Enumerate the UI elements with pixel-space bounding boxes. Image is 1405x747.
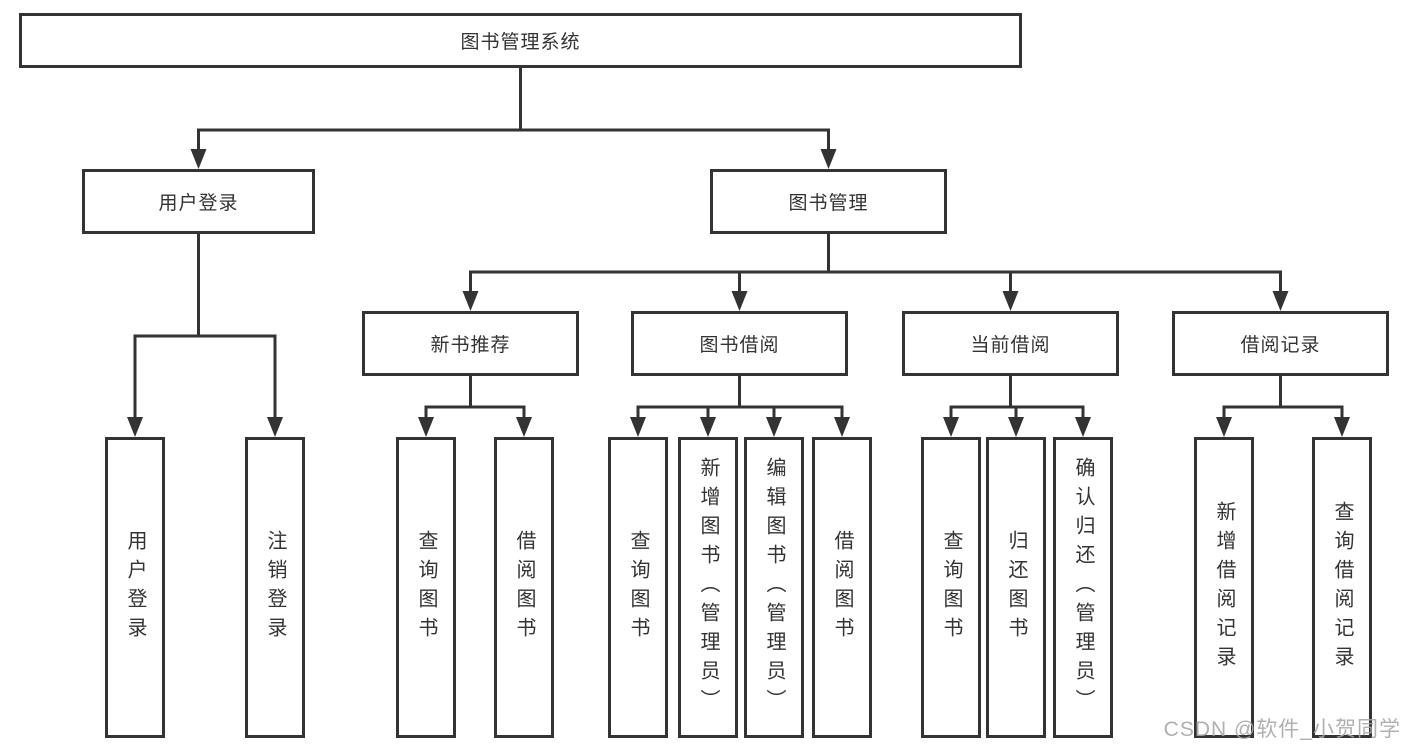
node-user-login: 用户登录 bbox=[82, 169, 315, 234]
node-book-management: 图书管理 bbox=[710, 169, 947, 234]
leaf-logout: 注销登录 bbox=[245, 437, 305, 738]
node-label: 当前借阅 bbox=[970, 335, 1051, 356]
node-book-borrowing: 图书借阅 bbox=[631, 311, 848, 376]
leaf-borrow-books: 借阅图书 bbox=[812, 437, 872, 738]
node-label: 查询图书 bbox=[940, 529, 962, 646]
leaf-edit-books-admin: 编辑图书（管理员） bbox=[744, 437, 804, 738]
leaf-query-books-current: 查询图书 bbox=[921, 437, 981, 738]
node-label: 新书推荐 bbox=[430, 335, 511, 356]
node-label: 查询借阅记录 bbox=[1331, 500, 1353, 675]
node-label: 归还图书 bbox=[1005, 529, 1027, 646]
leaf-query-borrow-record: 查询借阅记录 bbox=[1312, 437, 1372, 738]
node-current-borrowing: 当前借阅 bbox=[902, 311, 1119, 376]
leaf-return-books: 归还图书 bbox=[986, 437, 1046, 738]
node-label: 借阅图书 bbox=[831, 529, 853, 646]
node-label: 借阅记录 bbox=[1240, 335, 1321, 356]
node-label: 图书管理 bbox=[788, 193, 869, 214]
node-label: 新增图书（管理员） bbox=[697, 457, 719, 718]
node-label: 借阅图书 bbox=[513, 529, 535, 646]
leaf-confirm-return-admin: 确认归还（管理员） bbox=[1053, 437, 1113, 738]
node-label: 图书管理系统 bbox=[460, 32, 581, 53]
node-label: 查询图书 bbox=[415, 529, 437, 646]
node-label: 图书借阅 bbox=[699, 335, 780, 356]
node-label: 用户登录 bbox=[158, 193, 239, 214]
leaf-user-login: 用户登录 bbox=[105, 437, 165, 738]
node-label: 查询图书 bbox=[627, 529, 649, 646]
leaf-add-borrow-record: 新增借阅记录 bbox=[1194, 437, 1254, 738]
csdn-watermark: CSDN @软件_小贺同学 bbox=[1163, 718, 1401, 741]
leaf-query-books-borrowing: 查询图书 bbox=[608, 437, 668, 738]
node-library-system: 图书管理系统 bbox=[19, 13, 1022, 68]
node-label: 用户登录 bbox=[124, 529, 146, 646]
leaf-query-books-recommend: 查询图书 bbox=[396, 437, 456, 738]
node-label: 新增借阅记录 bbox=[1213, 500, 1235, 675]
node-label: 确认归还（管理员） bbox=[1072, 457, 1094, 718]
leaf-add-books-admin: 新增图书（管理员） bbox=[678, 437, 738, 738]
node-label: 注销登录 bbox=[264, 529, 286, 646]
leaf-borrow-books-recommend: 借阅图书 bbox=[494, 437, 554, 738]
node-label: 编辑图书（管理员） bbox=[763, 457, 785, 718]
node-borrow-records: 借阅记录 bbox=[1172, 311, 1389, 376]
node-new-book-recommend: 新书推荐 bbox=[362, 311, 579, 376]
